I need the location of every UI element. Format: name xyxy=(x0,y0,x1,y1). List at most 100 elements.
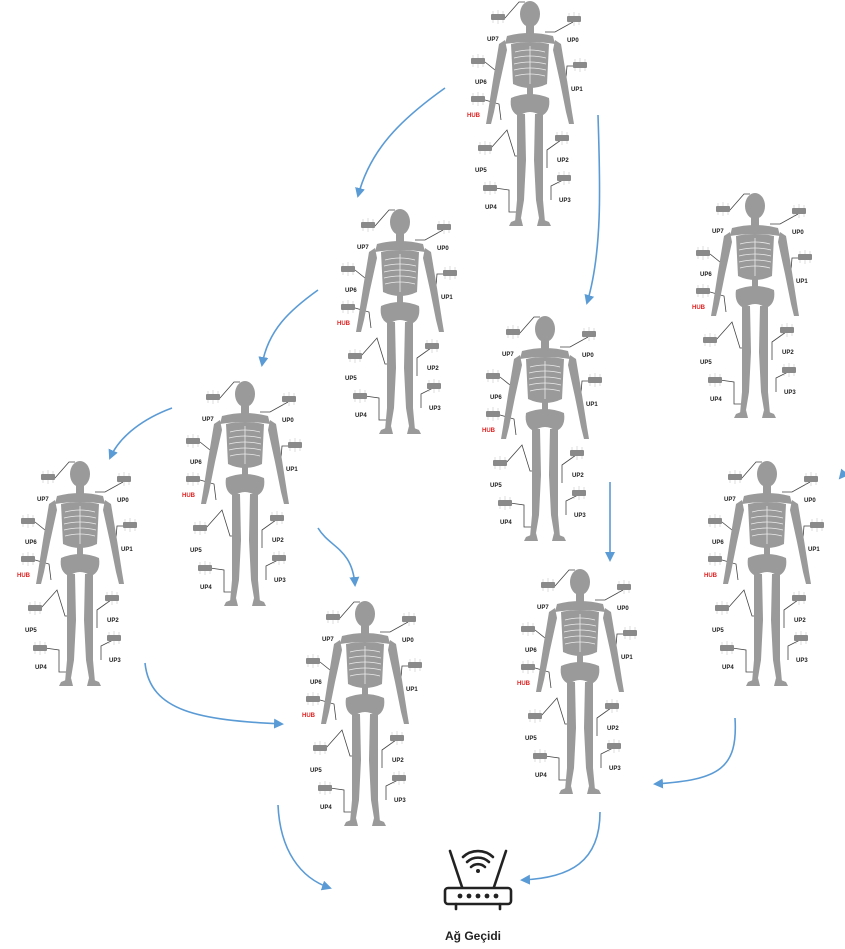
sensor-node xyxy=(471,54,485,68)
sensor-node xyxy=(117,472,131,486)
sensor-label-up6: UP6 xyxy=(490,395,502,401)
sensor-label-up0: UP0 xyxy=(567,38,579,44)
skeleton-figure xyxy=(5,460,155,700)
sensor-label-up3: UP3 xyxy=(109,658,121,664)
sensor-label-up6: UP6 xyxy=(525,648,537,654)
sensor-node xyxy=(272,551,286,565)
arrow xyxy=(655,718,735,784)
sensor-label-up1: UP1 xyxy=(796,279,808,285)
hub-label: HUB xyxy=(337,321,350,327)
arrow xyxy=(262,290,318,365)
sensor-label-up0: UP0 xyxy=(117,498,129,504)
sensor-label-up0: UP0 xyxy=(617,606,629,612)
sensor-node xyxy=(306,654,320,668)
sensor-node xyxy=(318,781,332,795)
sensor-node xyxy=(105,591,119,605)
sensor-node xyxy=(798,250,812,264)
sensor-label-up2: UP2 xyxy=(427,366,439,372)
sensor-label-up1: UP1 xyxy=(621,655,633,661)
sensor-node xyxy=(306,692,320,706)
body-sensor-network: UP0UP1UP2UP3UP4UP5UP6UP7HUB xyxy=(290,600,440,840)
sensor-node xyxy=(528,709,542,723)
sensor-label-up5: UP5 xyxy=(190,548,202,554)
body-sensor-network: UP0UP1UP2UP3UP4UP5UP6UP7HUB xyxy=(680,192,830,432)
sensor-label-up7: UP7 xyxy=(724,497,736,503)
hub-label: HUB xyxy=(692,305,705,311)
skeleton-figure xyxy=(692,460,842,700)
sensor-node xyxy=(696,284,710,298)
sensor-label-up6: UP6 xyxy=(25,540,37,546)
sensor-node xyxy=(361,218,375,232)
sensor-node xyxy=(471,92,485,106)
sensor-node xyxy=(533,749,547,763)
sensor-label-up7: UP7 xyxy=(202,417,214,423)
sensor-node xyxy=(186,472,200,486)
sensor-label-up4: UP4 xyxy=(355,413,367,419)
sensor-label-up6: UP6 xyxy=(190,460,202,466)
sensor-node xyxy=(588,373,602,387)
sensor-node xyxy=(313,741,327,755)
sensor-label-up5: UP5 xyxy=(525,736,537,742)
sensor-label-up5: UP5 xyxy=(345,376,357,382)
sensor-node xyxy=(792,591,806,605)
sensor-node xyxy=(486,369,500,383)
sensor-label-up3: UP3 xyxy=(274,578,286,584)
sensor-label-up6: UP6 xyxy=(712,540,724,546)
hub-label: HUB xyxy=(182,493,195,499)
sensor-node xyxy=(708,514,722,528)
sensor-node xyxy=(605,699,619,713)
hub-label: HUB xyxy=(302,713,315,719)
arrow xyxy=(522,812,600,880)
hub-label: HUB xyxy=(467,113,480,119)
sensor-node xyxy=(521,622,535,636)
sensor-label-up3: UP3 xyxy=(429,406,441,412)
sensor-label-up7: UP7 xyxy=(487,37,499,43)
body-sensor-network: UP0UP1UP2UP3UP4UP5UP6UP7HUB xyxy=(170,380,320,620)
sensor-node xyxy=(557,171,571,185)
sensor-node xyxy=(728,470,742,484)
sensor-label-up0: UP0 xyxy=(437,246,449,252)
sensor-node xyxy=(326,610,340,624)
skeleton-figure xyxy=(290,600,440,840)
sensor-node xyxy=(623,626,637,640)
sensor-label-up2: UP2 xyxy=(782,350,794,356)
sensor-label-up0: UP0 xyxy=(582,353,594,359)
sensor-node xyxy=(206,390,220,404)
sensor-node xyxy=(486,407,500,421)
sensor-label-up2: UP2 xyxy=(272,538,284,544)
sensor-label-up3: UP3 xyxy=(559,198,571,204)
sensor-node xyxy=(555,131,569,145)
sensor-node xyxy=(572,486,586,500)
sensor-node xyxy=(123,518,137,532)
sensor-node xyxy=(21,514,35,528)
sensor-node xyxy=(567,12,581,26)
sensor-node xyxy=(521,660,535,674)
sensor-label-up4: UP4 xyxy=(35,665,47,671)
sensor-node xyxy=(483,181,497,195)
sensor-node xyxy=(720,641,734,655)
sensor-node xyxy=(607,739,621,753)
sensor-label-up3: UP3 xyxy=(796,658,808,664)
sensor-node xyxy=(715,601,729,615)
body-sensor-network: UP0UP1UP2UP3UP4UP5UP6UP7HUB xyxy=(325,208,475,448)
sensor-node xyxy=(28,601,42,615)
sensor-label-up7: UP7 xyxy=(357,245,369,251)
sensor-label-up4: UP4 xyxy=(500,520,512,526)
sensor-node xyxy=(33,641,47,655)
sensor-label-up4: UP4 xyxy=(722,665,734,671)
sensor-node xyxy=(570,446,584,460)
skeleton-figure xyxy=(470,315,620,555)
sensor-node xyxy=(708,373,722,387)
sensor-node xyxy=(493,456,507,470)
arrow xyxy=(358,88,445,196)
sensor-node xyxy=(804,472,818,486)
sensor-node xyxy=(353,389,367,403)
sensor-label-up3: UP3 xyxy=(784,390,796,396)
sensor-label-up3: UP3 xyxy=(394,798,406,804)
sensor-label-up0: UP0 xyxy=(402,638,414,644)
sensor-label-up6: UP6 xyxy=(345,288,357,294)
sensor-node xyxy=(41,470,55,484)
sensor-node xyxy=(392,771,406,785)
